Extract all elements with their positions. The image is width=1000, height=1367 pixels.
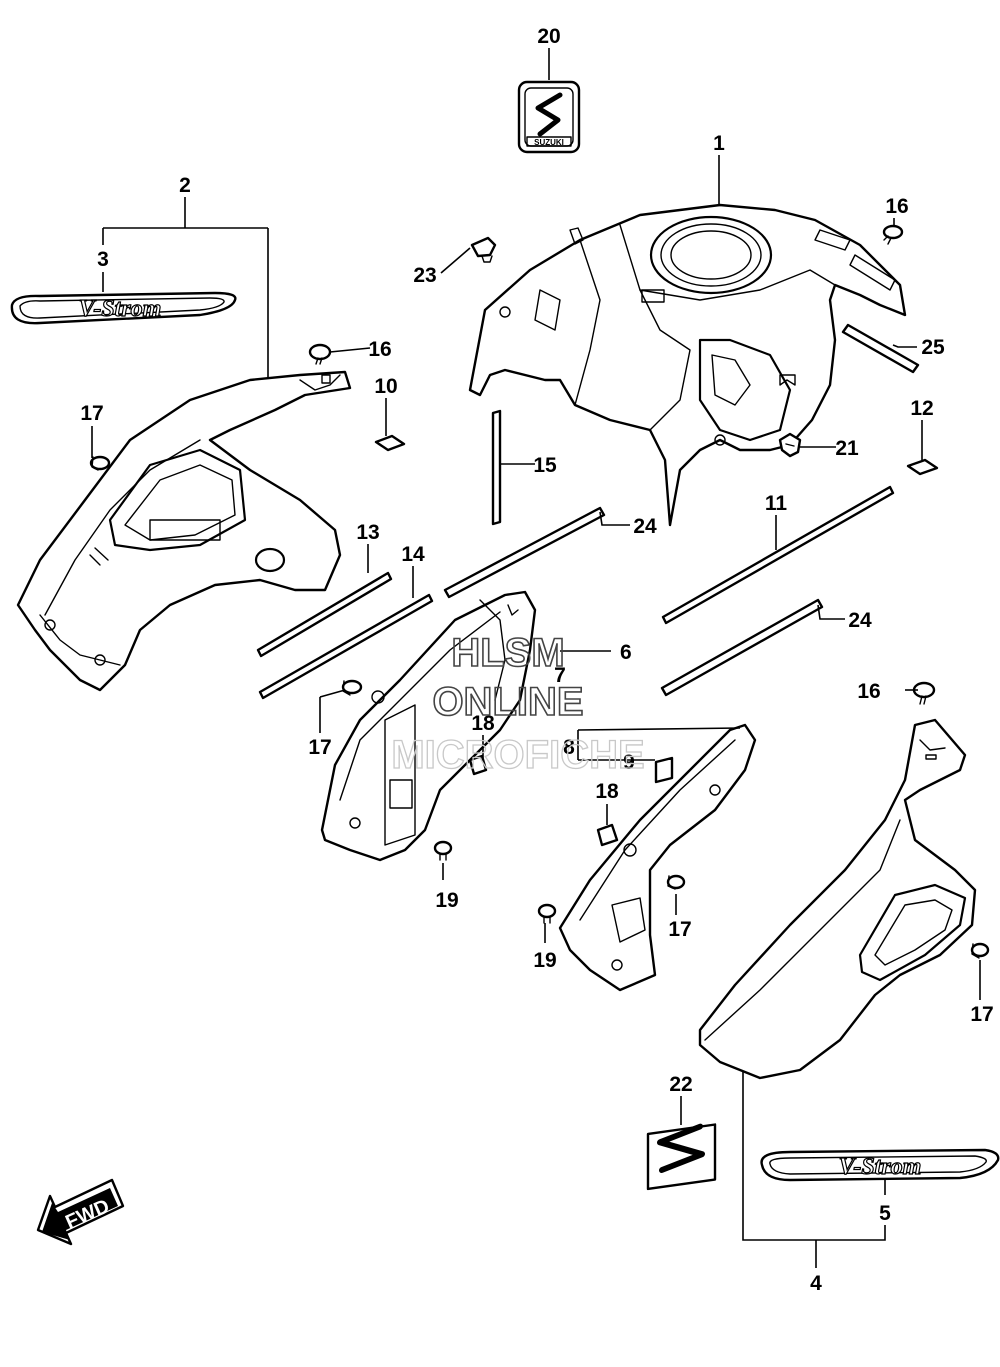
callout-14: 14 [401,543,425,566]
callout-18-a: 18 [471,712,495,735]
callout-17-c: 17 [668,918,691,941]
callout-3: 3 [97,248,109,271]
logo-text-lower: V-Strom [839,1154,922,1180]
part-9-pad[interactable] [654,756,674,784]
callout-9: 9 [623,751,635,774]
callout-12: 12 [910,397,933,420]
part-3-logo-decal[interactable]: V-Strom [10,291,237,325]
callout-11: 11 [765,492,788,515]
callout-4: 4 [810,1272,822,1295]
part-2-left-panel[interactable] [16,370,352,692]
part-18-clip-b[interactable] [596,823,619,847]
callout-17-a: 17 [80,402,103,425]
callout-16-b: 16 [368,338,391,361]
part-4-right-panel[interactable] [698,718,977,1080]
callout-13: 13 [356,521,379,544]
callout-8: 8 [563,736,575,759]
callout-1: 1 [713,132,725,155]
part-17-screw-b[interactable] [341,679,363,696]
watermark-line1: HLSM [451,631,564,675]
callout-25: 25 [921,336,945,359]
callout-19-b: 19 [533,949,556,972]
callout-6: 6 [620,641,632,664]
fwd-arrow: FWD [36,1178,125,1246]
callout-5: 5 [879,1202,891,1225]
part-14-strip[interactable] [258,593,434,700]
part-18-clip-a[interactable] [468,754,488,776]
callout-17-d: 17 [970,1003,993,1026]
part-23-clip[interactable] [470,236,497,263]
leader-lines [91,48,981,1268]
callout-16-a: 16 [885,195,908,218]
part-1-tank-cover[interactable] [468,203,907,527]
logo-text-upper: V-Strom [79,296,162,322]
emblem-text: SUZUKI [534,138,564,147]
callout-10: 10 [374,375,397,398]
callout-16-c: 16 [857,680,880,703]
part-17-screw-c[interactable] [666,874,686,890]
part-10-pad[interactable] [374,434,406,452]
callout-17-b: 17 [308,736,331,759]
part-11-strip[interactable] [661,485,895,625]
part-8-inner-panel[interactable] [558,723,757,992]
callout-23: 23 [413,264,436,287]
callout-22: 22 [669,1073,692,1096]
callout-20: 20 [537,25,560,48]
part-6-inner-panel[interactable] [320,590,537,862]
part-20-emblem[interactable]: SUZUKI [517,80,581,154]
watermark: HLSM ONLINE MICROFICHE [391,630,646,777]
part-24-strip-a[interactable] [443,506,606,599]
part-5-logo-decal[interactable]: V-Strom [760,1148,1000,1182]
callout-24-a: 24 [633,515,657,538]
part-16-screw-b[interactable] [308,343,332,365]
callout-numbers: 1 2 3 4 5 6 7 8 9 10 11 12 13 14 15 16 1… [80,25,993,1295]
part-15-strip[interactable] [491,409,502,526]
callout-19-a: 19 [435,889,458,912]
watermark-line3: MICROFICHE [391,733,644,777]
part-25-strip[interactable] [841,323,920,374]
part-17-screw-d[interactable] [970,942,990,959]
part-24-strip-b[interactable] [660,598,824,697]
part-17-screw-a[interactable] [89,455,111,471]
callout-2: 2 [179,174,191,197]
callout-7: 7 [554,664,566,687]
part-21-clip[interactable] [778,432,802,458]
callout-24-b: 24 [848,609,872,632]
callout-21: 21 [835,437,859,460]
part-13-strip[interactable] [256,571,393,658]
callout-15: 15 [533,454,557,477]
callout-18-b: 18 [595,780,619,803]
part-19-screw-b[interactable] [537,903,557,924]
part-22-s-decal[interactable] [646,1123,717,1191]
watermark-line2: ONLINE [432,680,583,724]
part-19-screw-a[interactable] [433,840,453,861]
part-16-screw-c[interactable] [912,681,936,705]
part-12-pad[interactable] [906,458,939,476]
part-16-screw-a[interactable] [882,224,904,245]
